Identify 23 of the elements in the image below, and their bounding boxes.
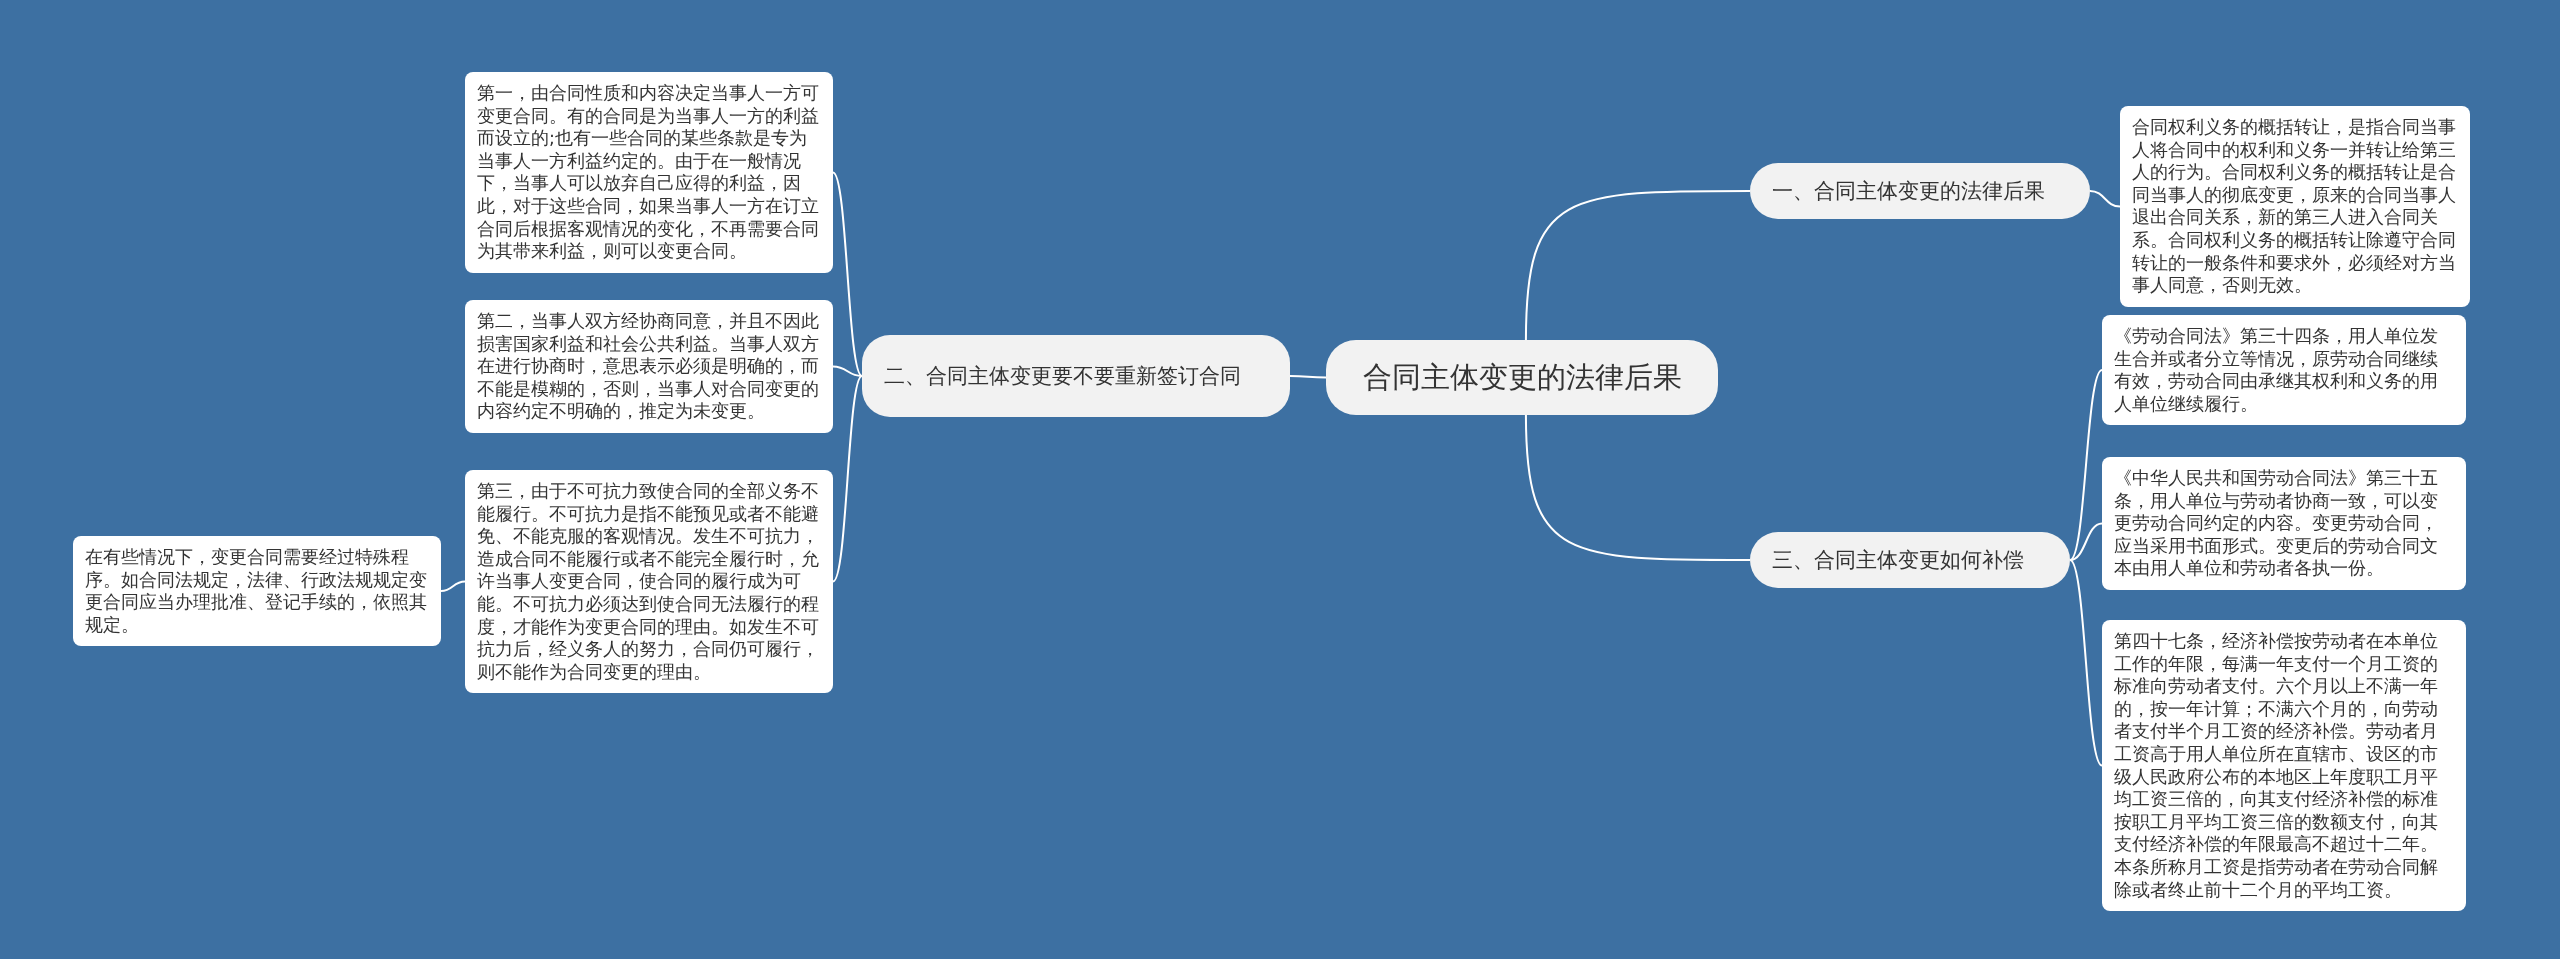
text-card: 在有些情况下，变更合同需要经过特殊程序。如合同法规定，法律、行政法规规定变更合同应当办理批准、登记手续的，依照其规定。 [73, 536, 441, 647]
text-card: 第二，当事人双方经协商同意，并且不因此损害国家利益和社会公共利益。当事人双方在进行协商时，意思表示必须是明确的，而不能是模糊的，否则，当事人对合同变更的内容约定不明确的，推定为未变更。 [465, 300, 833, 433]
connector-line [1524, 190, 1751, 341]
text-card: 第一，由合同性质和内容决定当事人一方可变更合同。有的合同是为当事人一方的利益而设立的;也有一些合同的某些条款是专为当事人一方利益约定的。由于在一般情况下，当事人可以放弃自己应得的利益，因此，对于这些合同，如果当事人一方在订立合同后根据客观情况的变化，不再需要合同为其带来利益，则可以变更合同。 [465, 72, 833, 273]
connector-line [832, 365, 863, 377]
connector-line [440, 580, 466, 592]
text-card: 第四十七条，经济补偿按劳动者在本单位工作的年限，每满一年支付一个月工资的标准向劳动者支付。六个月以上不满一年的，按一年计算；不满六个月的，向劳动者支付半个月工资的经济补偿。劳动者月工资高于用人单位所在直辖市、设区的市级人民政府公布的本地区上年度职工月平均工资三倍的，向其支付经济补偿的标准按职工月平均工资三倍的数额支付，向其支付经济补偿的年限最高不超过十二年。本条所称月工资是指劳动者在劳动合同解除或者终止前十二个月的平均工资。 [2102, 620, 2466, 912]
text-card: 合同权利义务的概括转让，是指合同当事人将合同中的权利和义务一并转让给第三人的行为。合同权利义务的概括转让是合同当事人的彻底变更，原来的合同当事人退出合同关系，新的第三人进入合同关系。合同权利义务的概括转让除遵守合同转让的一般条件和要求外，必须经对方当事人同意，否则无效。 [2120, 106, 2470, 307]
connector-line [1289, 375, 1327, 379]
text-card: 《中华人民共和国劳动合同法》第三十五条，用人单位与劳动者协商一致，可以变更劳动合同约定的内容。变更劳动合同，应当采用书面形式。变更后的劳动合同文本由用人单位和劳动者各执一份。 [2102, 457, 2466, 590]
connector-line [2069, 559, 2103, 767]
central-topic-box: 合同主体变更的法律后果 [1326, 340, 1718, 415]
connector-line [1524, 414, 1751, 561]
text-card: 《劳动合同法》第三十四条，用人单位发生合并或者分立等情况，原劳动合同继续有效，劳动合同由承继其权利和义务的用人单位继续履行。 [2102, 315, 2466, 426]
connector-line [2089, 190, 2121, 208]
branch-topic-box: 二、合同主体变更要不要重新签订合同 [862, 335, 1290, 417]
text-card: 第三，由于不可抗力致使合同的全部义务不能履行。不可抗力是指不能预见或者不能避免、不能克服的客观情况。发生不可抗力，造成合同不能履行或者不能完全履行时，允许当事人变更合同，使合同的履行成为可能。不可抗力必须达到使合同无法履行的程度，才能作为变更合同的理由。如发生不可抗力后，经义务人的努力，合同仍可履行，则不能作为合同变更的理由。 [465, 470, 833, 694]
branch-topic-box: 一、合同主体变更的法律后果 [1750, 163, 2090, 219]
connector-line [2069, 522, 2103, 561]
connector-line [832, 375, 863, 583]
connector-line [2069, 369, 2103, 561]
branch-topic-box: 三、合同主体变更如何补偿 [1750, 532, 2070, 588]
connector-line [832, 171, 863, 377]
